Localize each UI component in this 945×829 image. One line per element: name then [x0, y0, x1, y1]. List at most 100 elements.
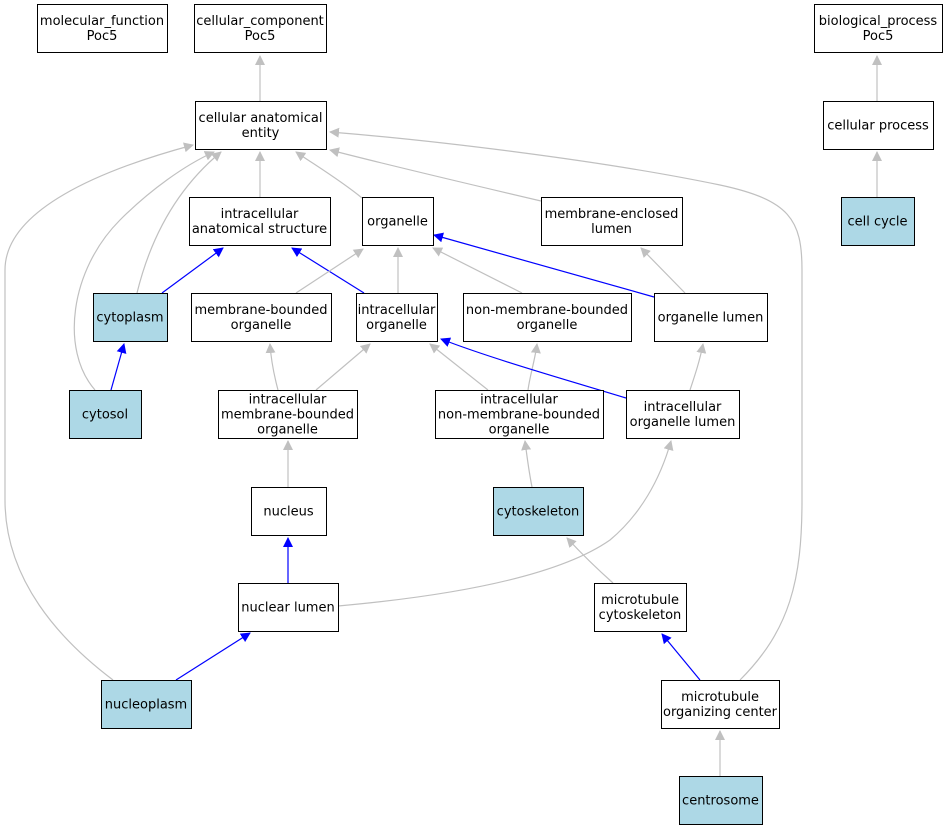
node-box	[191, 293, 332, 342]
node-box	[195, 101, 327, 150]
node-centrosome[interactable]: centrosome	[679, 776, 763, 825]
edge-line	[661, 633, 701, 681]
node-label: cellular anatomical	[199, 111, 323, 126]
edge-line	[566, 537, 614, 584]
node-label: membrane-enclosed	[545, 207, 679, 222]
node-nucleus[interactable]: nucleus	[251, 487, 327, 536]
edge-intracellular-non-membrane-bounded-organelle-to-non-membrane-bounded-organelle	[527, 343, 541, 391]
edge-line	[136, 151, 222, 294]
node-label: cellular process	[827, 119, 929, 134]
edge-organelle-lumen-to-membrane-enclosed-lumen	[640, 247, 686, 294]
edge-intracellular-organelle-to-intracellular-anatomical-structure	[291, 247, 365, 294]
edge-microtubule-cytoskeleton-to-cytoskeleton	[566, 537, 614, 584]
edge-cytoplasm-to-intracellular-anatomical-structure	[161, 247, 224, 294]
edge-cytosol-to-cytoplasm	[110, 343, 127, 391]
node-label: organelle	[257, 423, 318, 438]
node-label: nucleus	[263, 505, 313, 520]
node-box	[463, 293, 632, 342]
node-label: entity	[242, 126, 280, 141]
node-box	[101, 680, 192, 729]
node-box	[356, 293, 438, 342]
node-label: cytoskeleton	[599, 608, 682, 623]
edge-line	[329, 147, 542, 202]
node-box	[814, 4, 943, 53]
node-label: Poc5	[87, 29, 118, 44]
edge-line	[73, 151, 215, 391]
node-label: organelle lumen	[658, 311, 764, 326]
node-label: centrosome	[682, 794, 759, 809]
node-cell-cycle[interactable]: cell cycle	[841, 197, 915, 246]
edge-line	[337, 440, 674, 607]
node-label: anatomical structure	[192, 222, 327, 237]
edge-cytoplasm-to-cellular-anatomical-entity	[136, 151, 222, 294]
node-label: membrane-bounded	[221, 408, 354, 423]
node-box	[541, 197, 683, 246]
node-label: organizing center	[663, 705, 778, 720]
node-cytoplasm[interactable]: cytoplasm	[93, 293, 168, 342]
edge-line	[429, 343, 489, 391]
edge-nucleoplasm-to-cellular-anatomical-entity	[4, 142, 194, 681]
node-cytosol[interactable]: cytosol	[69, 390, 142, 439]
node-box	[189, 197, 331, 246]
node-box	[654, 293, 768, 342]
node-intracellular-non-membrane-bounded-organelle[interactable]: intracellularnon-membrane-boundedorganel…	[435, 390, 604, 439]
edge-line	[329, 127, 803, 681]
node-label: intracellular	[358, 303, 436, 318]
node-box	[218, 390, 358, 439]
node-organelle[interactable]: organelle	[362, 197, 434, 246]
node-box	[841, 197, 915, 246]
node-box	[251, 487, 327, 536]
node-label: non-membrane-bounded	[466, 303, 628, 318]
node-box	[69, 390, 142, 439]
node-box	[626, 390, 740, 439]
node-nuclear-lumen[interactable]: nuclear lumen	[238, 583, 339, 632]
edge-line	[265, 343, 279, 391]
node-label: non-membrane-bounded	[438, 408, 600, 423]
node-label: Poc5	[863, 29, 894, 44]
node-label: intracellular	[644, 400, 722, 415]
edge-line	[432, 247, 523, 294]
node-label: molecular_function	[40, 14, 164, 29]
node-nucleoplasm[interactable]: nucleoplasm	[101, 680, 192, 729]
node-cellular-process[interactable]: cellular process	[823, 101, 934, 150]
node-label: membrane-bounded	[194, 303, 327, 318]
edge-organelle-to-cellular-anatomical-entity	[295, 151, 363, 199]
node-label: nuclear lumen	[241, 601, 334, 616]
node-label: cellular_component	[196, 14, 324, 29]
node-label: organelle lumen	[630, 415, 736, 430]
node-label: intracellular	[221, 207, 299, 222]
node-cytoskeleton[interactable]: cytoskeleton	[493, 487, 584, 536]
node-box	[362, 197, 434, 246]
node-label: Poc5	[245, 29, 276, 44]
node-box	[679, 776, 763, 825]
node-label: intracellular	[249, 393, 327, 408]
node-box	[37, 4, 168, 53]
edge-microtubule-organizing-center-to-cellular-anatomical-entity	[329, 127, 803, 681]
edge-line	[110, 343, 127, 391]
edge-intracellular-membrane-bounded-organelle-to-membrane-bounded-organelle	[265, 343, 279, 391]
edges-layer	[4, 55, 882, 776]
node-organelle-lumen[interactable]: organelle lumen	[654, 293, 768, 342]
edge-membrane-bounded-organelle-to-organelle	[295, 248, 364, 294]
node-box	[594, 583, 687, 632]
edge-line	[295, 248, 364, 294]
nodes-layer: molecular_functionPoc5cellular_component…	[37, 4, 943, 825]
node-label: lumen	[591, 222, 632, 237]
node-box	[194, 4, 327, 53]
edge-line	[640, 247, 686, 294]
edge-line	[295, 151, 363, 199]
